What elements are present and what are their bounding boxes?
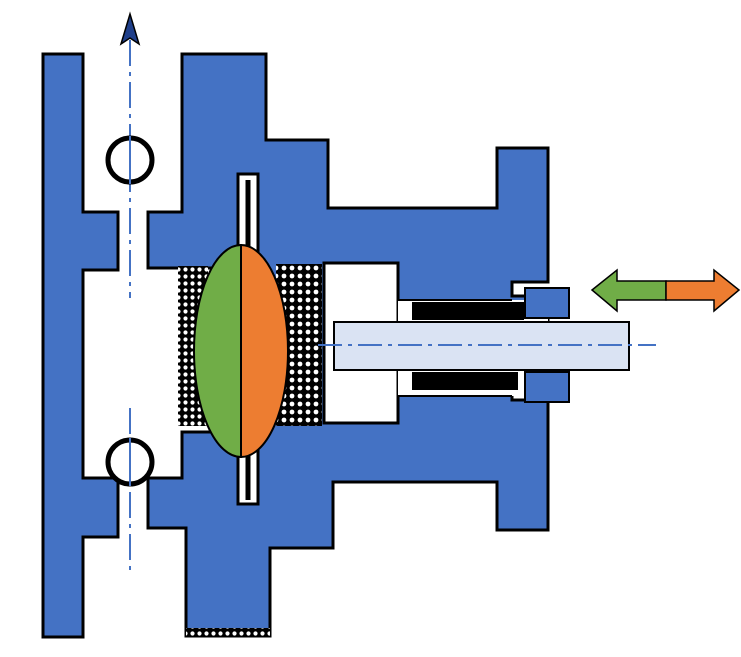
housing-left bbox=[41, 52, 120, 639]
bushing-bottom bbox=[412, 372, 518, 390]
packing-bottom-strip bbox=[186, 628, 270, 636]
disc bbox=[193, 243, 289, 459]
o-rings bbox=[105, 135, 155, 487]
collar-lower bbox=[524, 371, 570, 403]
bushings bbox=[412, 302, 524, 390]
disc-left-half bbox=[193, 243, 242, 459]
rod-collar bbox=[524, 287, 570, 403]
bushing-top bbox=[412, 302, 524, 320]
rod-bore-edge bbox=[398, 299, 512, 397]
flow-arrow-up-icon bbox=[119, 11, 141, 46]
push-rod bbox=[318, 321, 656, 371]
arrow-left-green-icon bbox=[590, 268, 667, 313]
arrow-right-orange-icon bbox=[665, 268, 741, 313]
disc-right-half bbox=[240, 243, 289, 459]
bidirectional-arrow bbox=[590, 268, 741, 313]
housing-left-body bbox=[41, 52, 120, 639]
flow-passage bbox=[119, 11, 141, 572]
collar-upper bbox=[524, 287, 570, 319]
